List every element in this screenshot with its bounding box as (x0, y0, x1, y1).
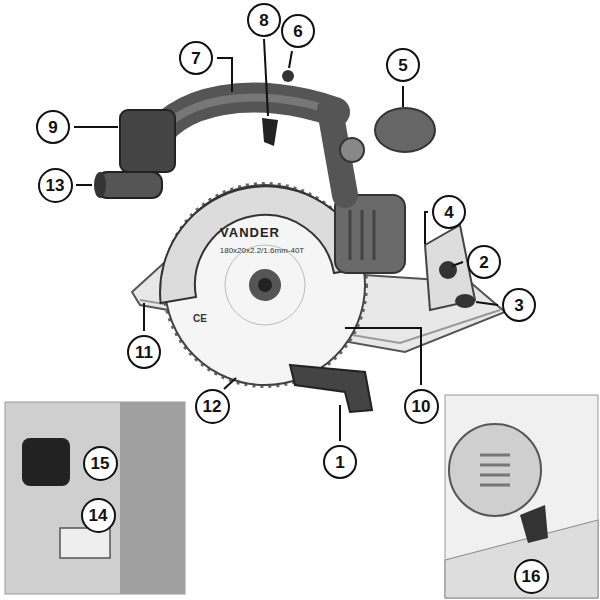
callout-number: 9 (36, 110, 70, 144)
callout-number: 13 (38, 168, 73, 203)
blade-flange (249, 269, 281, 301)
lock-knob (22, 438, 70, 486)
handle-highlight (150, 98, 335, 150)
callout-number: 15 (83, 446, 118, 481)
blade-spec: 180x20x2.2/1.6mm-40T (220, 246, 305, 255)
callout-number: 10 (404, 389, 439, 424)
battery-pack (120, 110, 175, 172)
dust-port (97, 172, 162, 198)
callout-number: 2 (467, 245, 501, 279)
brand-name: VANDER (220, 225, 280, 240)
inset-vents (480, 455, 510, 485)
inset-motor (449, 424, 541, 516)
callout-number: 7 (179, 41, 213, 75)
inset-right (445, 395, 598, 598)
depth-lever (520, 505, 548, 543)
blade-ring (225, 245, 305, 325)
rating-sticker (60, 528, 110, 558)
callout-number: 16 (514, 559, 549, 594)
callout-number: 6 (281, 14, 315, 48)
trigger (262, 118, 278, 146)
inset-base (445, 520, 598, 598)
callout-number: 8 (247, 3, 281, 37)
auxiliary-handle (290, 365, 372, 412)
inset-housing (120, 402, 185, 594)
callout-number: 11 (127, 335, 161, 369)
callout-number: 14 (81, 498, 116, 533)
callout-number: 1 (323, 445, 357, 479)
pivot-knob (340, 138, 364, 162)
ce-mark: CE (193, 313, 207, 324)
motor-vent (373, 210, 376, 260)
motor-vent (361, 210, 364, 260)
callout-number: 12 (195, 389, 230, 424)
callout-number: 3 (502, 288, 536, 322)
guide-knob (455, 294, 475, 308)
lock-button (282, 70, 294, 82)
callout-number: 4 (432, 195, 466, 229)
callout-number: 5 (386, 48, 420, 82)
motor-vent (349, 210, 352, 260)
bevel-knob (439, 261, 457, 279)
main-handle (150, 98, 335, 150)
front-knob (375, 108, 435, 152)
inset-left (5, 402, 185, 594)
dust-port-end (94, 172, 106, 198)
blade-bolt (258, 278, 272, 292)
